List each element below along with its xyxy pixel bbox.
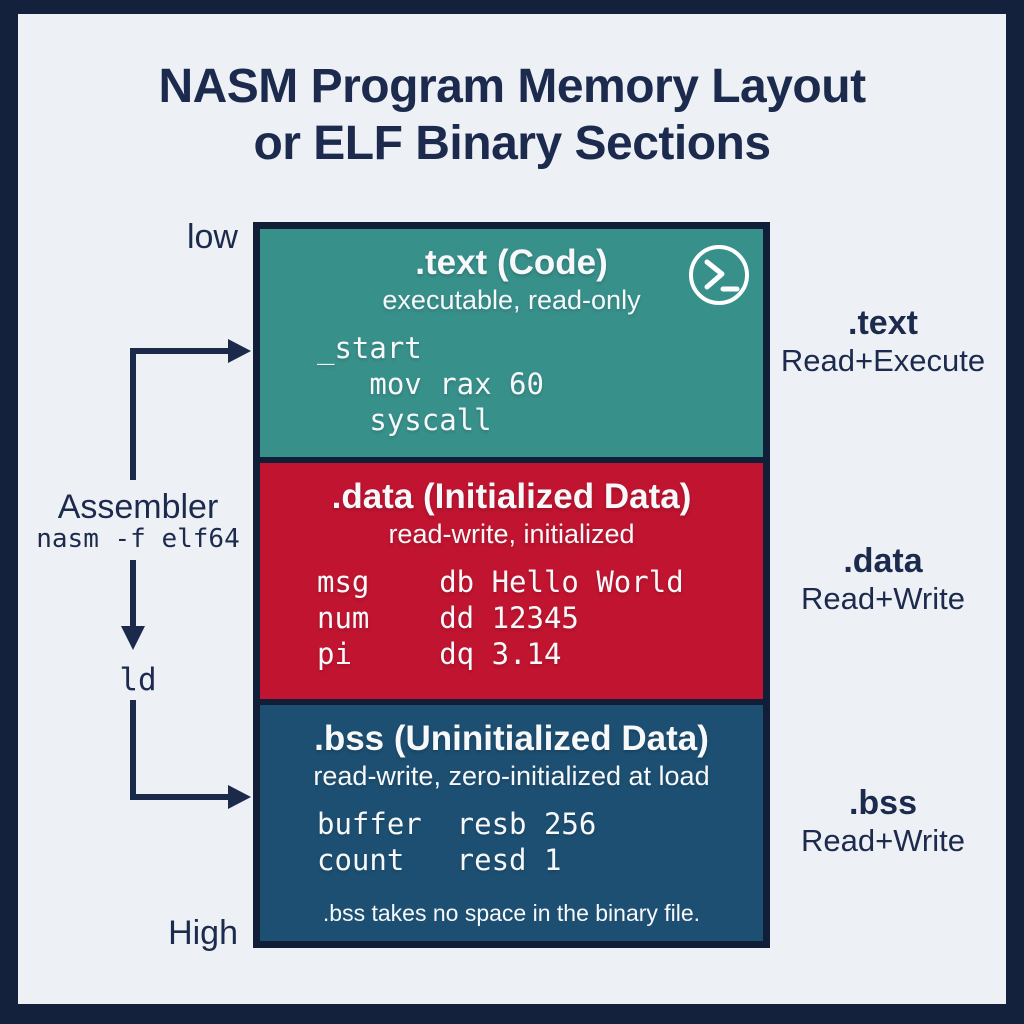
assembler-command: nasm -f elf64 (36, 524, 240, 554)
assembler-label: Assembler (57, 488, 219, 526)
section-text-subtitle: executable, read-only (382, 285, 641, 315)
section-bss-heading: .bss (Uninitialized Data) (314, 719, 709, 758)
arrow-assembler-to-text (130, 348, 230, 480)
diagram-canvas: NASM Program Memory Layout or ELF Binary… (18, 14, 1006, 1004)
arrowhead-linker (121, 626, 145, 650)
annotation-text: .text Read+Execute (763, 304, 1003, 380)
annotation-text-permissions: Read+Execute (780, 343, 986, 378)
section-text-code: _start mov rax 60 syscall (260, 330, 763, 438)
annotation-bss-permissions: Read+Write (801, 823, 965, 858)
arrowhead-bss (228, 785, 251, 809)
section-data: .data (Initialized Data) read-write, ini… (260, 457, 763, 699)
code-line: syscall (317, 403, 492, 437)
memory-layout-box: .text (Code) executable, read-only _star… (253, 222, 770, 948)
annotation-text-name: .text (848, 304, 918, 342)
section-bss-note: .bss takes no space in the binary file. (322, 900, 701, 926)
code-line: buffer resb 256 (317, 807, 597, 841)
code-line: count resd 1 (317, 843, 562, 877)
linker-command: ld (119, 662, 157, 698)
high-address-label: High (168, 914, 238, 952)
section-bss-subtitle: read-write, zero-initialized at load (313, 761, 710, 791)
code-line: _start (317, 331, 422, 365)
code-line: mov rax 60 (317, 367, 544, 401)
arrowhead-text (228, 339, 251, 363)
title-line-1: NASM Program Memory Layout (158, 60, 866, 113)
code-line: num dd 12345 (317, 601, 579, 635)
code-line: pi dq 3.14 (317, 637, 562, 671)
arrow-linker-to-bss (130, 700, 230, 800)
section-data-heading: .data (Initialized Data) (331, 477, 692, 516)
annotation-bss-name: .bss (848, 784, 918, 822)
section-data-subtitle: read-write, initialized (388, 519, 635, 549)
annotation-data-permissions: Read+Write (801, 581, 965, 616)
section-bss: .bss (Uninitialized Data) read-write, ze… (260, 699, 763, 941)
annotation-bss: .bss Read+Write (763, 784, 1003, 860)
section-text: .text (Code) executable, read-only _star… (260, 229, 763, 457)
page-title: NASM Program Memory Layout or ELF Binary… (18, 58, 1006, 172)
title-line-2: or ELF Binary Sections (253, 117, 771, 170)
code-line: msg db Hello World (317, 565, 684, 599)
low-address-label: low (186, 218, 238, 256)
annotation-data: .data Read+Write (763, 542, 1003, 618)
annotation-data-name: .data (843, 542, 923, 580)
section-text-heading: .text (Code) (415, 243, 608, 282)
terminal-icon (689, 245, 749, 305)
